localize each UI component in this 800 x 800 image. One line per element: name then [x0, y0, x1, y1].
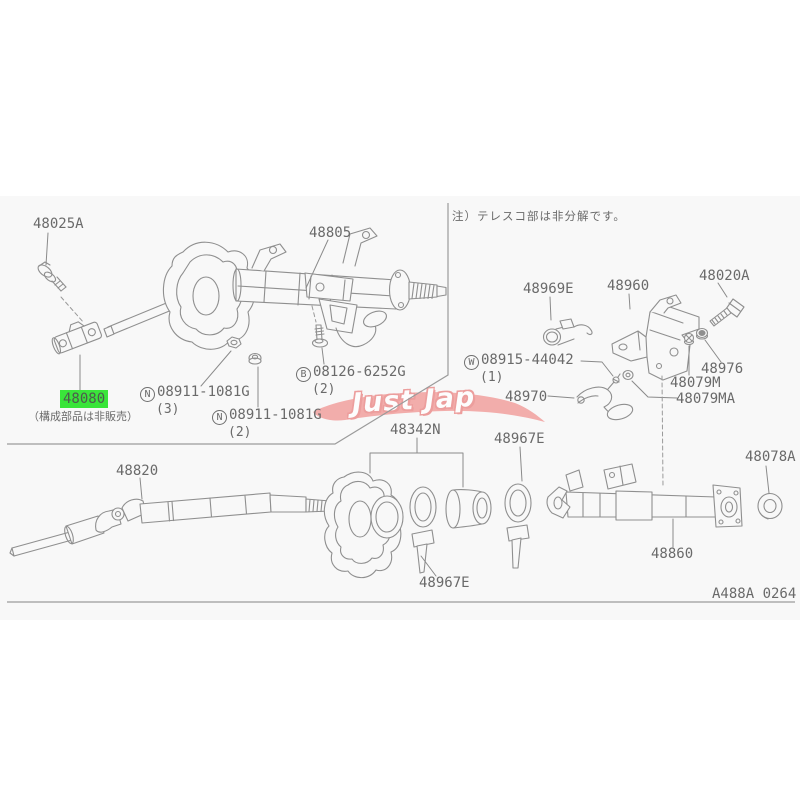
- part-label-48080: 48080: [60, 390, 109, 408]
- circled-prefix-N: N: [140, 387, 155, 402]
- part-number-text: 48969E: [523, 281, 574, 297]
- part-number-text: 48970: [505, 389, 548, 405]
- part-number-text: 08126-6252G: [313, 364, 406, 380]
- circled-prefix-B: B: [296, 367, 311, 382]
- part-label-48967E-top: 48967E: [494, 431, 545, 447]
- part-number-text: 48805: [309, 225, 352, 241]
- part-quantity: (2): [312, 382, 336, 397]
- washer-48976-drawing: [695, 327, 709, 340]
- part-number-text: 48967E: [494, 431, 545, 447]
- nut-48079m-drawing: [683, 332, 695, 346]
- bracket-48960-drawing: [611, 294, 700, 381]
- part-number-text: 48079M: [670, 375, 721, 391]
- part-label-48342N: 48342N: [390, 422, 441, 438]
- part-number-text: 48820: [116, 463, 159, 479]
- clamp-48969e-drawing: [542, 318, 593, 346]
- nut-48078a-drawing: [757, 492, 783, 520]
- part-quantity: (1): [480, 370, 504, 385]
- circled-prefix-W: W: [464, 355, 479, 370]
- part-label-48860: 48860: [651, 546, 694, 562]
- part-label-48976: 48976: [701, 361, 744, 377]
- lever-48970-drawing: [576, 386, 634, 421]
- note-telescopic: 注）テレスコ部は非分解です。: [452, 209, 626, 223]
- boot-48342n-drawing: [323, 471, 404, 579]
- part-number-text: 08911-1081G: [229, 407, 322, 423]
- part-label-48079M: 48079M: [670, 375, 721, 391]
- note-components-not-sold: （構成部品は非販売）: [28, 410, 138, 423]
- part-number-text: 48860: [651, 546, 694, 562]
- part-number-text: 08911-1081G: [157, 384, 250, 400]
- part-label-48820: 48820: [116, 463, 159, 479]
- part-number-text: 48967E: [419, 575, 470, 591]
- part-label-48079MA: 48079MA: [676, 391, 736, 407]
- part-label-48960: 48960: [607, 278, 650, 294]
- part-label-48020A: 48020A: [699, 268, 750, 284]
- steering-column-48805-drawing: [103, 227, 447, 365]
- part-number-text: 48080: [60, 390, 109, 408]
- joint-48080-drawing: [51, 321, 103, 355]
- part-quantity: (2): [228, 425, 252, 440]
- part-number-text: 48342N: [390, 422, 441, 438]
- part-number-text: 08915-44042: [481, 352, 574, 368]
- part-number-text: 48020A: [699, 268, 750, 284]
- part-number-text: 48960: [607, 278, 650, 294]
- part-label-48969E: 48969E: [523, 281, 574, 297]
- tie-48967e-right-drawing: [504, 483, 532, 569]
- diagram-ref-code: A488A 0264: [712, 586, 797, 602]
- watermark: Just Jap: [300, 380, 570, 440]
- part-label-48805: 48805: [309, 225, 352, 241]
- part-label-48967E-bottom: 48967E: [419, 575, 470, 591]
- bolt-48025a-drawing: [37, 261, 67, 292]
- part-quantity: (3): [156, 402, 180, 417]
- column-48860-drawing: [546, 463, 743, 528]
- part-label-48970: 48970: [505, 389, 548, 405]
- part-number-text: 48976: [701, 361, 744, 377]
- bushing-48342n-drawing: [445, 489, 492, 529]
- bolt-48020a-drawing: [709, 298, 745, 327]
- part-number-text: 48079MA: [676, 391, 736, 407]
- part-label-48025A: 48025A: [33, 216, 84, 232]
- part-number-text: 48025A: [33, 216, 84, 232]
- part-label-48078A: 48078A: [745, 449, 796, 465]
- part-number-text: 48078A: [745, 449, 796, 465]
- stud-08915-drawing: [607, 373, 621, 390]
- circled-prefix-N: N: [212, 410, 227, 425]
- tie-48967e-left-drawing: [409, 486, 437, 574]
- shaft-48820-drawing: [9, 492, 331, 557]
- watermark-swoosh: [313, 392, 545, 422]
- washer-48079ma-drawing: [622, 369, 634, 381]
